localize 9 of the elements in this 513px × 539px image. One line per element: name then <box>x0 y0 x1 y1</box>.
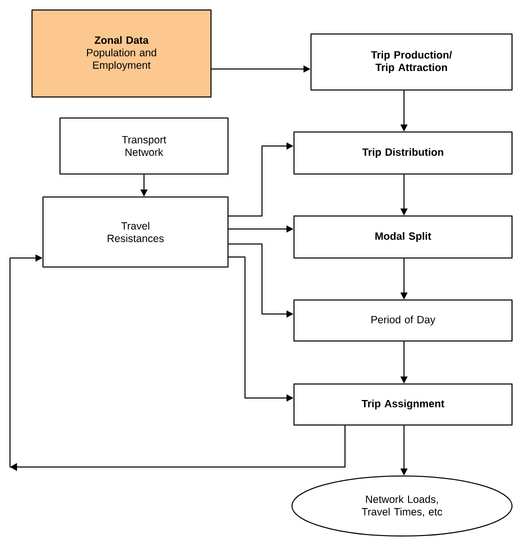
arrow <box>10 254 346 471</box>
data-box: Zonal Data Population and Employment <box>32 10 212 98</box>
process-box: Modal Split <box>294 216 512 258</box>
process-box: Period of Day <box>294 300 512 342</box>
process-box: Trip Assignment <box>294 384 512 426</box>
input-box: Travel Resistances <box>42 196 228 268</box>
input-box: Transport Network <box>60 118 228 174</box>
process-box: Trip Production/ Trip Attraction <box>310 34 512 90</box>
process-box: Trip Distribution <box>294 132 512 174</box>
